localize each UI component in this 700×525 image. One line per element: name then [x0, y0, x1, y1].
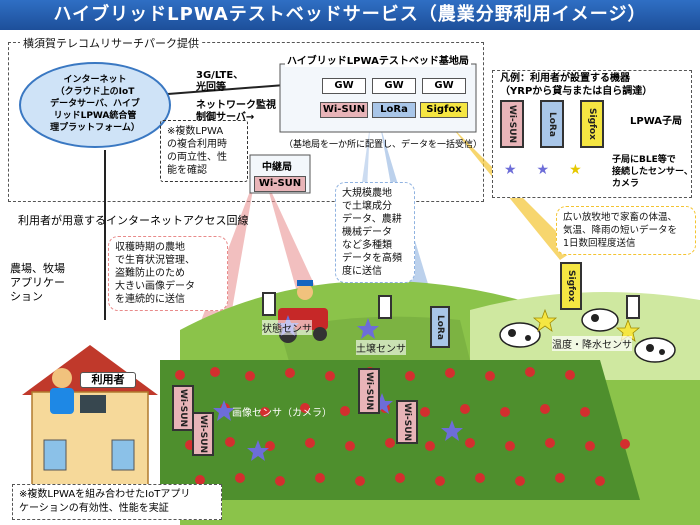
note-multi: ※複数LPWA の複合利用時 の両立性、性 能を確認	[160, 120, 248, 182]
legend-device-wi-sun: Wi-SUN	[500, 100, 524, 148]
field-device-small-3	[626, 295, 640, 319]
relay-label: 中継局	[262, 162, 292, 173]
network-label: 3G/LTE、 光回等	[196, 70, 244, 93]
page-title: ハイブリッドLPWAテストベッドサービス（農業分野利用イメージ）	[0, 0, 700, 30]
callout-large-farm: 大規模農地 で土壌成分 データ、農耕 機械データ など多種類 データを高頻 度に…	[335, 182, 415, 283]
field-device-small-2	[378, 295, 392, 319]
field-device-wi-sun-4: Wi-SUN	[396, 400, 418, 444]
cloud-to-base-line	[154, 84, 286, 96]
legend-child-label: LPWA子局	[630, 116, 683, 127]
base-station-note: （基地局を一か所に配置し、データを一括受信）	[284, 140, 483, 150]
legend-device-lora: LoRa	[540, 100, 564, 148]
sensor-camera-label: 画像センサ（カメラ）	[232, 408, 332, 419]
app-label: 農場、牧場 アプリケー ション	[10, 262, 65, 303]
field-device-lora: LoRa	[430, 306, 450, 348]
internet-line-label: 利用者が用意するインターネットアクセス回線	[18, 214, 249, 227]
field-device-wi-sun-3: Wi-SUN	[358, 368, 380, 414]
legend-title: 凡例：利用者が設置する機器 （YRPから貸与または自ら調達）	[500, 73, 653, 97]
tomato-rows	[175, 367, 630, 486]
user-label: 利用者	[80, 372, 136, 388]
field-device-wi-sun-1: Wi-SUN	[172, 385, 194, 431]
provider-label: 横須賀テレコムリサーチパーク提供	[20, 35, 202, 51]
field-device-wi-sun-2: Wi-SUN	[192, 412, 214, 456]
bottom-note: ※複数LPWAを組み合わせたIoTアプリ ケーションの有効性、性能を実証	[12, 484, 222, 520]
legend-ble-label: 子局にBLE等で 接続したセンサー、 カメラ	[612, 155, 693, 189]
cloud-icon	[19, 62, 171, 148]
gw-lora: GW	[372, 78, 416, 94]
device-wi-sun: Wi-SUN	[320, 102, 368, 118]
infrastructure-region	[8, 42, 484, 202]
legend-device-sigfox: Sigfox	[580, 100, 604, 148]
gw-sigfox: GW	[422, 78, 466, 94]
monitor-label: ネットワーク監視 制御サーバ→	[196, 100, 276, 123]
base-station-box	[279, 63, 477, 133]
legend-star-icons: ★★★	[504, 162, 602, 178]
sensor-temp-label: 温度・降水センサ	[552, 336, 632, 351]
house-icon	[22, 345, 158, 488]
device-lora: LoRa	[372, 102, 416, 118]
cloud-text: インターネット （クラウド上のIoT データサーバ、ハイブ リッドLPWA統合管…	[50, 75, 140, 133]
cow-icon	[499, 308, 676, 363]
relay-device: Wi-SUN	[254, 176, 306, 192]
gw-wi-sun: GW	[322, 78, 366, 94]
sensor-state-label: 状態センサ	[262, 320, 312, 335]
device-sigfox: Sigfox	[420, 102, 468, 118]
base-station-title: ハイブリッドLPWAテストベッド基地局	[285, 52, 471, 67]
field-device-sigfox: Sigfox	[560, 262, 582, 310]
callout-ranch: 広い放牧地で家畜の体温、 気温、降雨の短いデータを 1日数回程度送信	[556, 206, 696, 255]
field-device-small-1	[262, 292, 276, 316]
sensor-soil-label: 土壌センサ	[356, 340, 406, 355]
callout-harvest: 収穫時期の農地 で生育状況管理、 盗難防止のため 大きい画像データ を連続的に送…	[108, 236, 228, 311]
person-icon	[50, 368, 106, 414]
